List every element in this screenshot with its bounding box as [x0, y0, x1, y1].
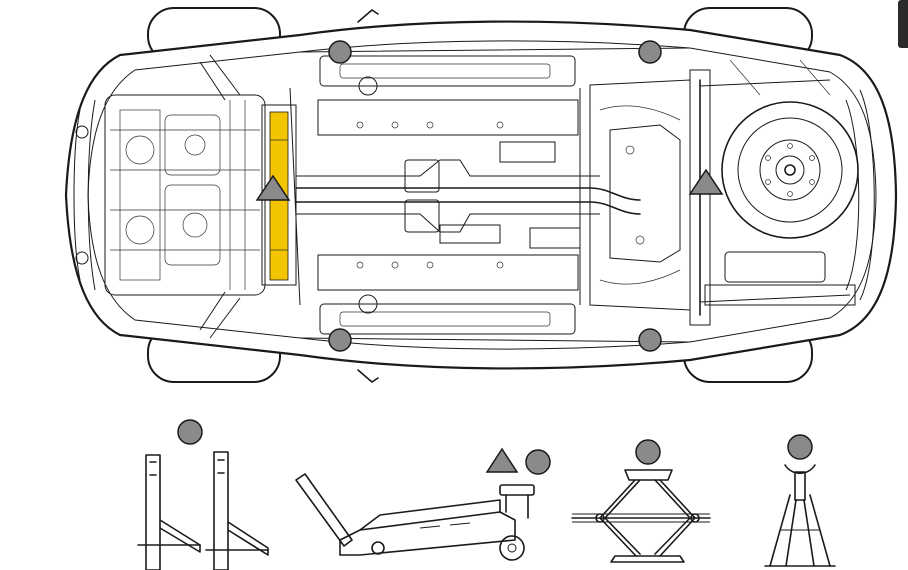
lift-point-markers	[255, 40, 724, 352]
lift-point-front-right	[328, 328, 352, 352]
lift-point-front-left	[328, 40, 352, 64]
two-post-lift-symbol-circle	[177, 419, 203, 445]
lift-point-front-center	[255, 174, 291, 201]
floor-jack-symbol-triangle	[485, 447, 519, 473]
vehicle-underside	[64, 7, 898, 383]
jack-stand-icon	[764, 434, 836, 567]
scissor-jack-symbol-circle	[635, 439, 661, 465]
scissor-jack-icon	[571, 439, 711, 563]
equipment-legend	[137, 419, 836, 570]
rear-underbody	[589, 59, 856, 326]
lift-point-rear-left	[638, 40, 662, 64]
side-panel-tab[interactable]	[898, 0, 908, 48]
floor-jack-icon	[295, 447, 551, 561]
lift-point-rear-center	[688, 168, 724, 195]
vehicle-body-outline	[64, 20, 898, 370]
two-post-lift-icon	[137, 419, 269, 570]
lift-point-rear-right	[638, 328, 662, 352]
jack-stand-symbol-circle	[787, 434, 813, 460]
floor-jack-symbol-circle	[525, 449, 551, 475]
